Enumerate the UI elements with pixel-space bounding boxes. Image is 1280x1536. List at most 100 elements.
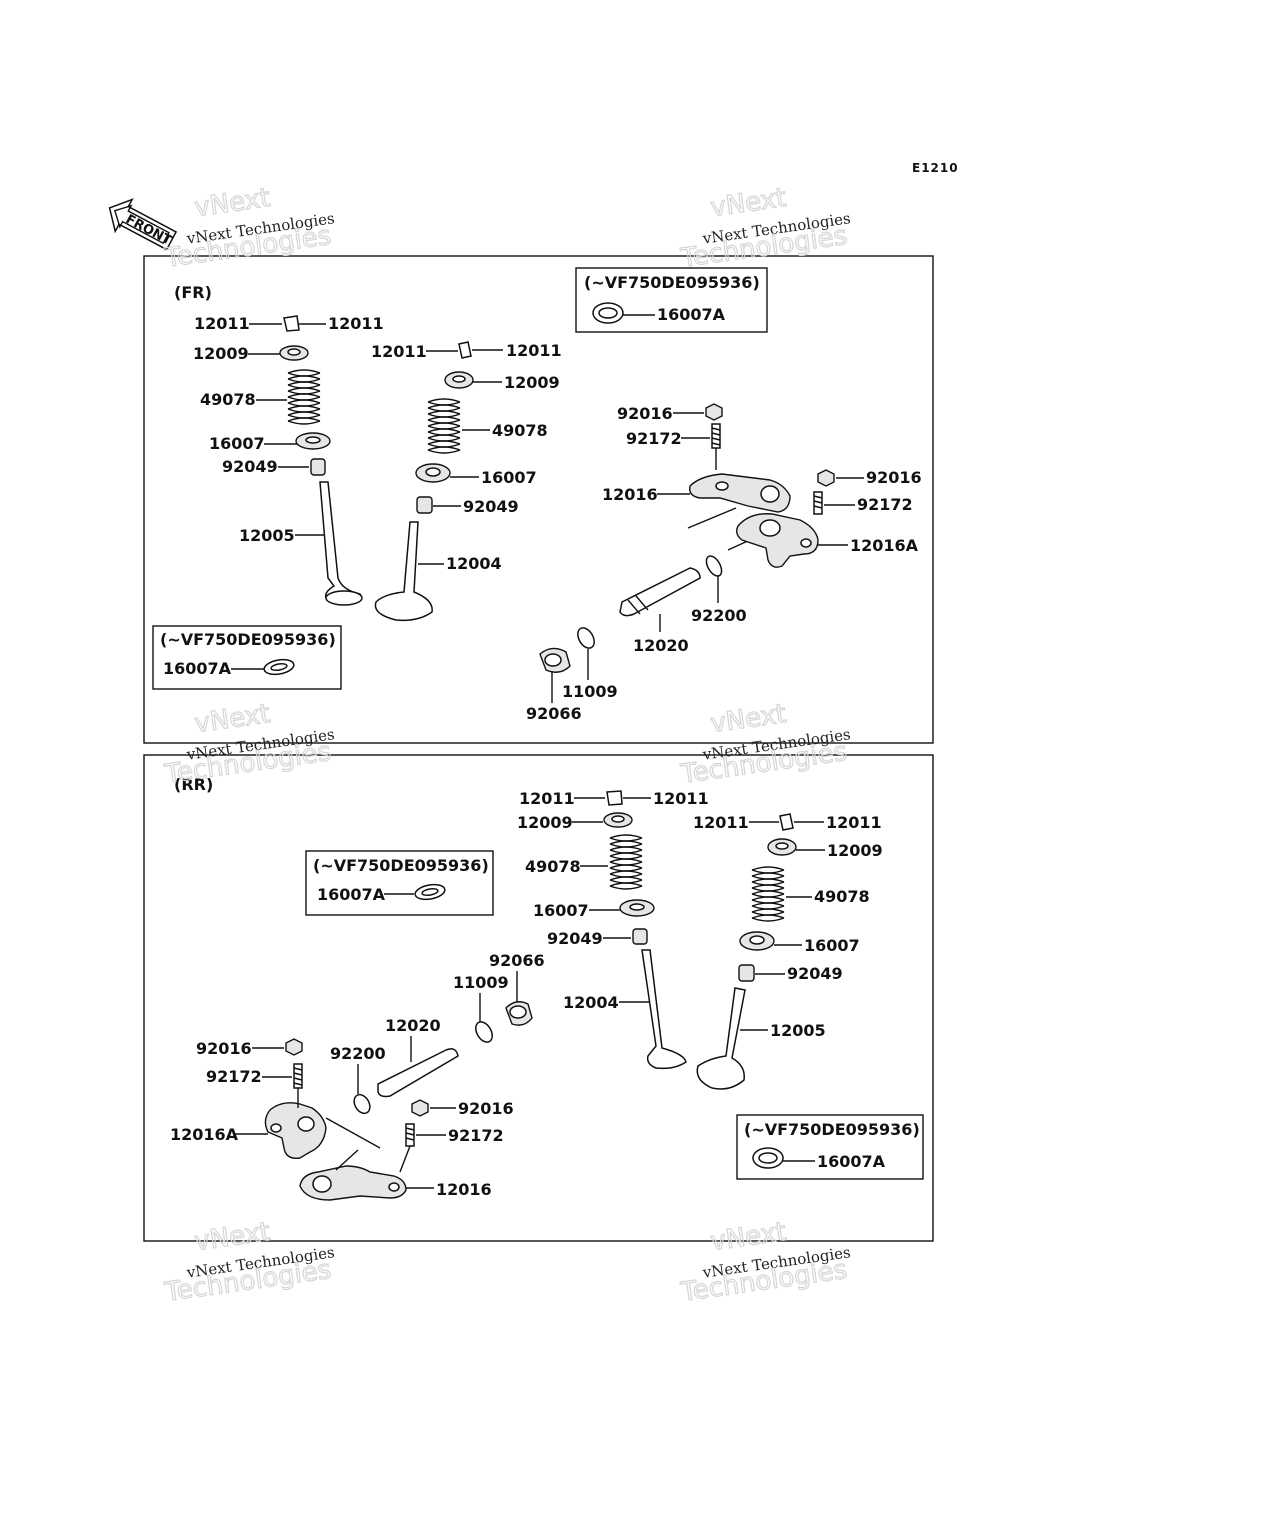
svg-text:vNext: vNext [193,183,272,223]
svg-text:vNext: vNext [709,183,788,223]
fr-a-12011-left: 12011 [194,314,250,333]
rr-variant-box-mid [305,850,494,916]
rr-section-title: (RR) [174,775,213,794]
rr-r-plug-face-icon [509,1005,527,1019]
watermark-4: vNext vNext Technologies Technologies [678,698,852,790]
fr-a-valve-head-icon [325,590,363,606]
rr-b-12011-left: 12011 [693,813,749,832]
rr-b-92049: 92049 [787,964,843,983]
rr-a-spring-seat-hole-icon [629,903,645,911]
svg-text:vNext: vNext [709,1217,788,1257]
rr-r-11009: 11009 [453,973,509,992]
fr-r-92016-b: 92016 [866,468,922,487]
fr-b-cotter-icon [458,341,472,359]
fr-variant-box-top-part: 16007A [657,305,726,324]
fr-r-92016-a: 92016 [617,404,673,423]
fr-b-12011-right: 12011 [506,341,562,360]
svg-text:vNext: vNext [193,699,272,739]
fr-r-92066: 92066 [526,704,582,723]
fr-section-title: (FR) [174,283,212,302]
fr-r-rocker-a-bore-icon [759,519,781,537]
fr-b-spring-seat-hole-icon [425,467,441,477]
fr-b-12004: 12004 [446,554,502,573]
fr-section-frame [143,255,934,744]
rr-a-12009: 12009 [517,813,573,832]
rr-r-o-ring-icon [353,1093,371,1115]
fr-b-49078: 49078 [492,421,548,440]
rr-b-spring-icon [751,866,785,922]
rr-r-rocker-a-bore-icon [297,1116,315,1132]
fr-variant-top-washer-hole-icon [598,307,618,319]
fr-b-spring-icon [427,398,461,454]
fr-r-adjuster-b-icon [813,491,823,515]
rr-r-adjuster-a-icon [293,1063,303,1089]
fr-variant-box-top-title: (~VF750DE095936) [584,273,760,292]
rr-variant-box-br-title: (~VF750DE095936) [744,1120,920,1139]
rr-r-rocker-arm-a-icon [264,1102,327,1159]
fr-r-rocker-arm-icon [689,473,791,513]
rr-r-92200: 92200 [330,1044,386,1063]
fr-r-plug-face-icon [544,653,562,667]
fr-a-valve-icon [319,481,362,605]
fr-r-12020: 12020 [633,636,689,655]
rr-r-12020: 12020 [385,1016,441,1035]
rr-a-12011-left: 12011 [519,789,575,808]
fr-r-92172-a: 92172 [626,429,682,448]
rr-r-92172-b: 92172 [448,1126,504,1145]
fr-b-92049: 92049 [463,497,519,516]
fr-r-washer-icon [577,627,595,649]
fr-variant-bottom-washer-hole-icon [270,662,288,672]
rr-r-nut-b-icon [411,1099,429,1117]
fr-b-16007: 16007 [481,468,537,487]
rr-variant-box-br [736,1114,924,1180]
rr-r-92016-a: 92016 [196,1039,252,1058]
fr-r-92200: 92200 [691,606,747,625]
rr-b-12005: 12005 [770,1021,826,1040]
watermark-5: vNext vNext Technologies Technologies [162,1216,336,1308]
rr-r-washer-icon [475,1021,493,1043]
rr-b-12009: 12009 [827,841,883,860]
rr-a-12011-right: 12011 [653,789,709,808]
rr-variant-mid-washer-hole-icon [421,887,439,897]
rr-a-cotter-icon [606,790,623,806]
rr-b-49078: 49078 [814,887,870,906]
fr-r-12016A: 12016A [850,536,919,555]
fr-a-12011-right: 12011 [328,314,384,333]
rr-r-nut-a-icon [285,1038,303,1056]
rr-variant-box-mid-part: 16007A [317,885,386,904]
rr-r-92016-b: 92016 [458,1099,514,1118]
watermark-3: vNext vNext Technologies Technologies [162,698,336,790]
rr-b-cotter-icon [779,813,794,831]
fr-r-rocker-hole-icon [715,481,729,491]
rr-b-valve-icon [696,987,746,1090]
fr-r-nut-b-icon [817,469,835,487]
fr-b-valve-icon [374,521,433,622]
fr-a-12009: 12009 [193,344,249,363]
rr-r-shaft-icon [377,1048,459,1098]
rr-b-retainer-hole-icon [775,842,789,850]
fr-r-92172-b: 92172 [857,495,913,514]
fr-r-rocker-bore-icon [760,485,780,503]
fr-a-spring-icon [287,369,321,425]
fr-a-retainer-hole-icon [287,348,301,356]
rr-r-rocker-bore-icon [312,1175,332,1193]
rr-r-adjuster-b-icon [405,1123,415,1147]
rr-r-12016A: 12016A [170,1125,239,1144]
fr-variant-box-bottom-title: (~VF750DE095936) [160,630,336,649]
rr-variant-box-mid-title: (~VF750DE095936) [313,856,489,875]
fr-r-12016: 12016 [602,485,658,504]
fr-a-cotter-icon [283,315,300,332]
fr-b-12011-left: 12011 [371,342,427,361]
rr-a-valve-icon [641,949,687,1070]
fr-r-rocker-a-hole-icon [800,538,812,548]
rr-r-rocker-a-hole-icon [270,1123,282,1133]
rr-section-frame [143,754,934,1242]
rr-r-92066: 92066 [489,951,545,970]
watermark-1: vNext vNext Technologies Technologies [162,182,336,274]
fr-b-12009: 12009 [504,373,560,392]
rr-variant-box-br-part: 16007A [817,1152,886,1171]
fr-a-oil-seal-icon [310,458,326,476]
rr-a-retainer-hole-icon [611,815,625,823]
watermark-6: vNext vNext Technologies Technologies [678,1216,852,1308]
